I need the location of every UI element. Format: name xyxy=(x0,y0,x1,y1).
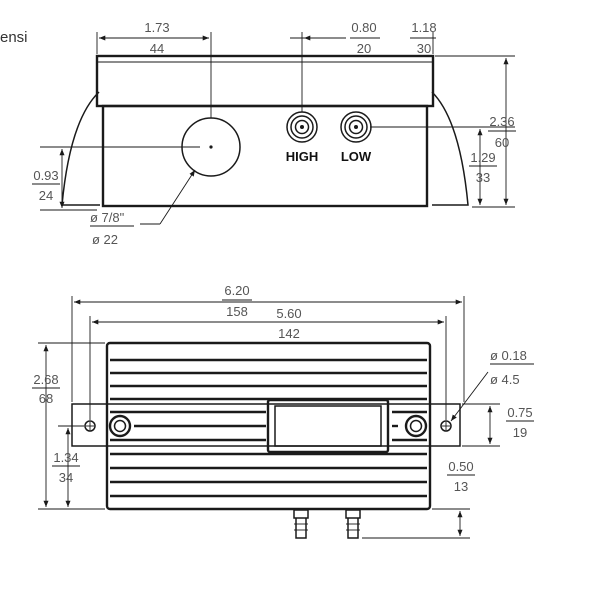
right-screw xyxy=(404,414,428,438)
low-port xyxy=(340,111,372,143)
cropped-text: ensi xyxy=(0,29,28,46)
dim-620-inch: 6.20 xyxy=(224,283,249,298)
dim-129-mm: 33 xyxy=(476,170,490,185)
dim-080-mm: 20 xyxy=(357,41,371,56)
dim-075-mm: 19 xyxy=(513,425,527,440)
top-view: HIGH LOW 1.73 44 0.80 20 1.18 30 2.36 60… xyxy=(32,20,516,247)
dim-134-mm: 34 xyxy=(59,470,73,485)
dim-620-mm: 158 xyxy=(226,304,248,319)
high-port xyxy=(286,111,318,143)
top-view-lid xyxy=(95,54,435,108)
dim-268-mm: 68 xyxy=(39,391,53,406)
dim-hole-mm: ø 22 xyxy=(92,232,118,247)
cooling-fins xyxy=(110,358,427,498)
display-window xyxy=(266,398,390,454)
dim-075-inch: 0.75 xyxy=(507,405,532,420)
dim-560-inch: 5.60 xyxy=(276,306,301,321)
dim-173-inch: 1.73 xyxy=(144,20,169,35)
left-mount-hole xyxy=(84,420,96,432)
hose-barb-high xyxy=(293,509,309,539)
low-label: LOW xyxy=(341,149,372,164)
front-body xyxy=(105,341,432,511)
dim-173-mm: 44 xyxy=(150,41,164,56)
dim-050-mm: 13 xyxy=(454,479,468,494)
dim-129-inch: 1.29 xyxy=(470,150,495,165)
dim-050-inch: 0.50 xyxy=(448,459,473,474)
right-mount-hole xyxy=(440,420,452,432)
dim-268-inch: 2.68 xyxy=(33,372,58,387)
right-bracket-curve xyxy=(431,91,469,206)
dim-mount-hole-inch: ø 0.18 xyxy=(490,348,527,363)
mounting-strip xyxy=(71,403,461,447)
dim-134-inch: 1.34 xyxy=(53,450,78,465)
dim-093-mm: 24 xyxy=(39,188,53,203)
left-bracket-curve xyxy=(61,91,100,206)
dim-236-mm: 60 xyxy=(495,135,509,150)
left-screw xyxy=(108,414,132,438)
dim-080-inch: 0.80 xyxy=(351,20,376,35)
dim-093-inch: 0.93 xyxy=(33,168,58,183)
dim-hole-inch: ø 7/8" xyxy=(90,210,125,225)
dim-mount-hole-mm: ø 4.5 xyxy=(490,372,520,387)
high-label: HIGH xyxy=(286,149,319,164)
hose-barb-low xyxy=(345,509,361,539)
dim-118-mm: 30 xyxy=(417,41,431,56)
dim-118-inch: 1.18 xyxy=(411,20,436,35)
top-view-body xyxy=(101,104,429,208)
front-view: 6.20 158 5.60 142 2.68 68 1.34 34 ø 0.18… xyxy=(32,283,534,539)
dim-560-mm: 142 xyxy=(278,326,300,341)
dim-236-inch: 2.36 xyxy=(489,114,514,129)
